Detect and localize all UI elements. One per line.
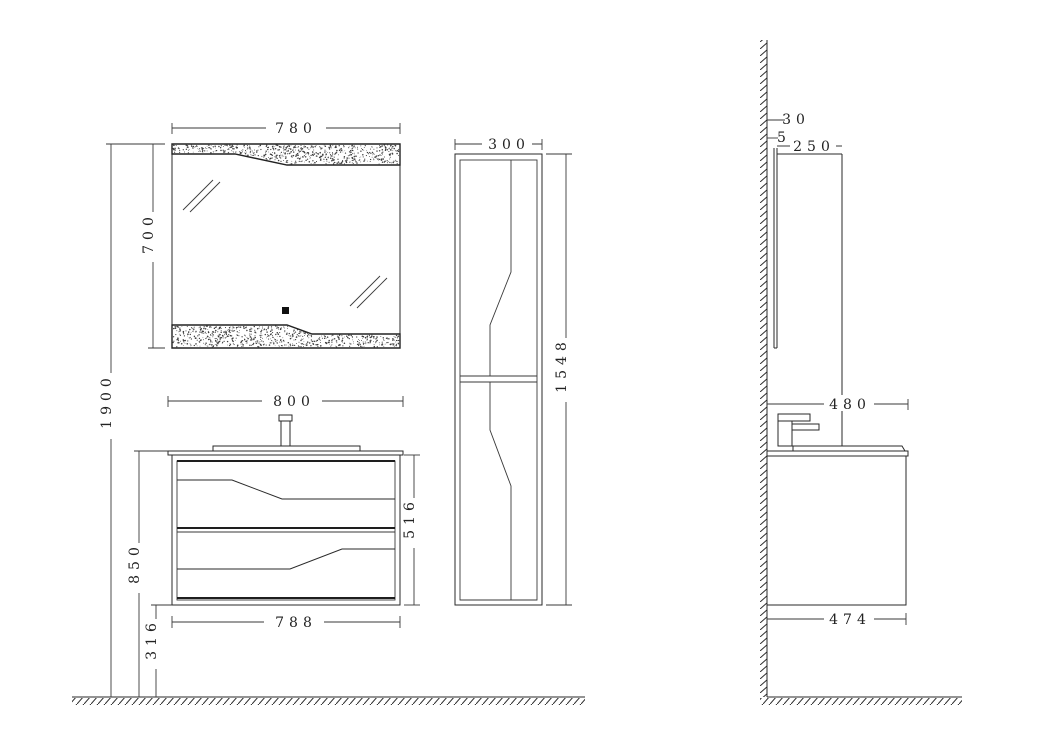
faucet-side-icon <box>777 413 820 447</box>
mirror <box>171 143 401 349</box>
dim-side-mirror-depth: 5 <box>767 130 791 146</box>
side-view-vanity <box>766 413 909 606</box>
dim-column-height: 1548 <box>546 153 574 606</box>
dim-label-side-column-depth: 250 <box>793 139 835 155</box>
dim-floor-gap: 316 <box>144 604 172 697</box>
dim-vanity-top-width: 800 <box>167 392 404 410</box>
faucet-icon <box>278 414 293 447</box>
dim-vanity-height: 850 <box>127 450 168 697</box>
dim-side-cabinet-depth: 474 <box>767 610 907 628</box>
dim-side-column-depth: 250 <box>777 137 842 155</box>
dim-side-wall-offset: 30 <box>767 112 810 128</box>
dim-label-side-cabinet-depth: 474 <box>829 612 871 628</box>
dim-label-vanity-top-width: 800 <box>273 394 315 410</box>
dim-drawer-height: 516 <box>402 454 422 606</box>
dim-mirror-width: 780 <box>171 119 401 137</box>
dim-vanity-bottom-width: 788 <box>171 613 401 631</box>
glass-reflection-icon <box>182 179 388 309</box>
dim-label-drawer-height: 516 <box>402 497 418 539</box>
dim-label-column-height: 1548 <box>554 337 570 393</box>
tall-column-cabinet <box>454 153 543 606</box>
dim-label-column-width: 300 <box>488 137 530 153</box>
dim-label-vanity-bottom-width: 788 <box>275 615 317 631</box>
dim-label-vanity-height: 850 <box>127 542 143 584</box>
dim-label-mirror-height: 700 <box>141 212 157 254</box>
dim-label-side-mirror-depth: 5 <box>777 130 791 146</box>
vanity-unit <box>167 414 404 606</box>
touch-sensor-icon <box>282 307 289 314</box>
side-view-mirror <box>773 148 778 349</box>
dim-label-floor-gap: 316 <box>144 618 160 660</box>
dim-mirror-height: 700 <box>141 143 165 349</box>
dim-side-top-depth: 480 <box>767 395 909 413</box>
dim-label-side-top-depth: 480 <box>829 397 871 413</box>
mirror-bottom-band <box>171 324 401 349</box>
dim-total-height: 1900 <box>99 143 153 697</box>
dim-label-total-height: 1900 <box>99 373 115 429</box>
dim-label-side-wall-offset: 30 <box>782 112 810 128</box>
floor-front <box>72 696 585 705</box>
dim-label-mirror-width: 780 <box>275 121 317 137</box>
dim-column-width: 300 <box>454 135 543 153</box>
